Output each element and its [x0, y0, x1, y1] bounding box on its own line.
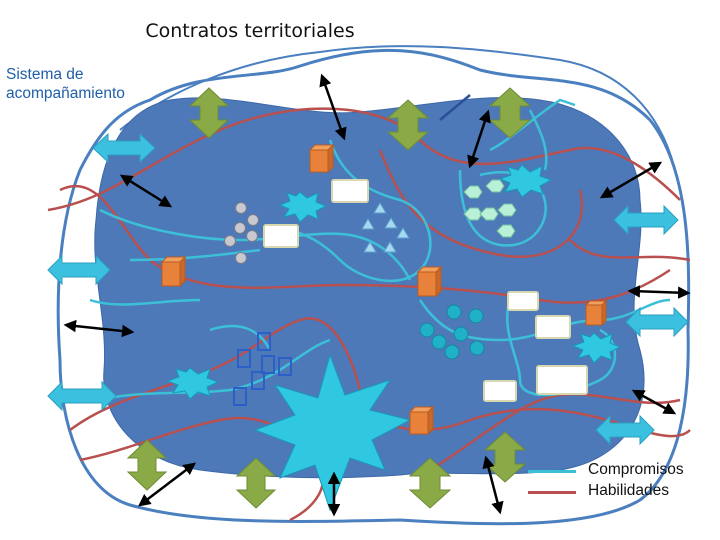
white-boxes: [263, 179, 588, 402]
link-arrow-icon: [467, 109, 491, 169]
star-small-icon: [166, 367, 220, 400]
skill-line: [59, 184, 671, 304]
blue-squares: [233, 332, 292, 406]
commitment-line: [528, 109, 548, 171]
skill-line: [79, 416, 324, 522]
cyan-double-arrows: [47, 132, 689, 446]
horizontal-arrow-icon: [92, 132, 156, 164]
hexagons: [463, 179, 517, 238]
hexagon-icon: [479, 207, 499, 221]
white-box-icon: [507, 291, 539, 311]
white-box-icon: [536, 365, 588, 395]
link-arrow-icon: [63, 319, 135, 338]
diagram-title: Contratos territoriales: [145, 20, 355, 42]
link-arrow-icon: [599, 161, 663, 199]
blue-square-icon: [261, 355, 275, 374]
hexagon-icon: [497, 203, 517, 217]
triangle-icon: [396, 227, 410, 239]
double-arrow-icon: [386, 99, 430, 151]
link-arrow-icon: [631, 389, 677, 415]
horizontal-arrow-icon: [625, 306, 689, 338]
grey-dots: [224, 202, 259, 264]
star-small-icon: [571, 332, 622, 364]
grey-dot-icon: [246, 230, 258, 242]
orange-boxes: [160, 143, 608, 436]
teal-dot-icon: [468, 308, 484, 324]
double-arrow-icon: [188, 87, 230, 139]
horizontal-arrow-icon: [613, 204, 679, 236]
orange-box-icon: [160, 255, 187, 288]
horizontal-arrow-icon: [595, 414, 655, 446]
link-arrow-icon: [138, 462, 196, 507]
star-small-icon: [278, 191, 328, 223]
triangle-icon: [373, 202, 387, 214]
star-small-icon: [498, 164, 553, 198]
outer-boundary: [56, 45, 691, 526]
triangle-icon: [384, 217, 398, 229]
link-arrow-icon: [627, 285, 691, 299]
triangle-icon: [383, 241, 397, 253]
orange-box-icon: [308, 143, 335, 174]
legend-label-skills: Habilidades: [588, 482, 669, 499]
double-arrow-icon: [408, 457, 452, 509]
blue-square-icon: [257, 332, 271, 351]
horizontal-arrow-icon: [47, 380, 117, 412]
support-system-label: Sistema de acompañamiento: [6, 66, 125, 102]
commitment-lines: [89, 98, 671, 402]
double-arrow-icon: [235, 457, 277, 509]
teal-dot-icon: [469, 340, 485, 356]
triangles: [361, 202, 410, 253]
white-box-icon: [331, 179, 369, 203]
blue-square-icon: [278, 357, 292, 376]
white-box-icon: [535, 315, 571, 339]
link-arrow-icon: [319, 73, 347, 141]
grey-dot-icon: [247, 214, 259, 226]
commitment-line: [99, 338, 331, 402]
orange-box-icon: [416, 265, 443, 298]
grey-dot-icon: [234, 222, 246, 234]
commitment-line: [209, 324, 272, 351]
commitment-line: [129, 248, 261, 262]
triangle-icon: [361, 218, 375, 230]
skill-line: [569, 239, 691, 262]
hexagon-icon: [485, 179, 505, 193]
teal-dot-icon: [453, 326, 469, 342]
teal-dot-icon: [444, 344, 460, 360]
grey-dot-icon: [224, 235, 236, 247]
horizontal-arrow-icon: [47, 254, 111, 286]
commitment-line: [489, 98, 576, 152]
white-box-icon: [263, 224, 299, 248]
blue-square-icon: [237, 349, 251, 368]
hexagon-icon: [463, 185, 483, 199]
outer-boundary-line-2: [119, 45, 676, 171]
teal-dot-icon: [446, 304, 462, 320]
blue-square-icon: [233, 387, 247, 406]
grey-dot-icon: [235, 202, 247, 214]
teal-dots: [419, 304, 485, 360]
double-arrow-icon: [488, 87, 532, 139]
legend-label-commitments: Compromisos: [588, 461, 684, 478]
triangle-icon: [363, 241, 377, 253]
link-line: [439, 94, 471, 121]
black-double-arrows: [63, 73, 691, 517]
link-arrow-icon: [482, 455, 504, 515]
white-box-icon: [483, 380, 517, 402]
link-arrow-icon: [119, 174, 173, 208]
teal-dot-icon: [419, 322, 435, 338]
legend-swatch-skills: [528, 491, 576, 494]
grey-dot-icon: [235, 252, 247, 264]
commitment-line: [89, 298, 201, 306]
blue-square-icon: [251, 371, 265, 390]
legend-swatch-commitments: [528, 470, 576, 473]
orange-box-icon: [408, 405, 435, 436]
teal-dot-icon: [431, 334, 447, 350]
outer-boundary-line: [56, 48, 691, 526]
skill-line: [378, 149, 584, 258]
orange-box-icon: [584, 299, 608, 327]
hexagon-icon: [496, 224, 516, 238]
